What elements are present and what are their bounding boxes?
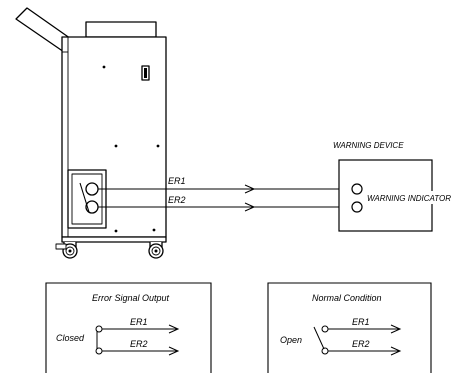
er1-arrow <box>244 184 256 194</box>
connector-panel <box>67 169 107 229</box>
open-switch <box>313 326 325 350</box>
normal-switch-state: Open <box>280 335 302 345</box>
error-er2-label: ER2 <box>130 339 148 349</box>
right-caster <box>148 242 164 259</box>
error-panel-title: Error Signal Output <box>92 293 170 303</box>
normal-er2-label: ER2 <box>352 339 370 349</box>
internal-switch <box>79 182 90 213</box>
warning-indicator-label: WARNING INDICATOR <box>367 194 451 203</box>
error-er1-label: ER1 <box>130 317 148 327</box>
air-conditioner-unit <box>15 7 167 259</box>
warning-er1-terminal <box>351 183 363 195</box>
er2-arrow <box>244 202 256 212</box>
warning-er2-terminal <box>351 201 363 213</box>
normal-er1-label: ER1 <box>352 317 370 327</box>
signal-lines <box>98 184 351 212</box>
er1-line-label: ER1 <box>168 176 186 186</box>
error-signal-panel: Error Signal Output Closed ER1 ER2 <box>45 282 212 373</box>
normal-panel-title: Normal Condition <box>312 293 382 303</box>
normal-condition-panel: Normal Condition Open ER1 ER2 <box>267 282 432 373</box>
top-housing <box>85 21 157 38</box>
error-switch-state: Closed <box>56 333 85 343</box>
er1-terminal <box>85 182 99 196</box>
unit-base <box>61 236 167 243</box>
handle-slot <box>141 65 150 81</box>
left-caster <box>55 242 78 259</box>
warning-device-title: WARNING DEVICE <box>333 141 404 150</box>
er2-line-label: ER2 <box>168 195 186 205</box>
